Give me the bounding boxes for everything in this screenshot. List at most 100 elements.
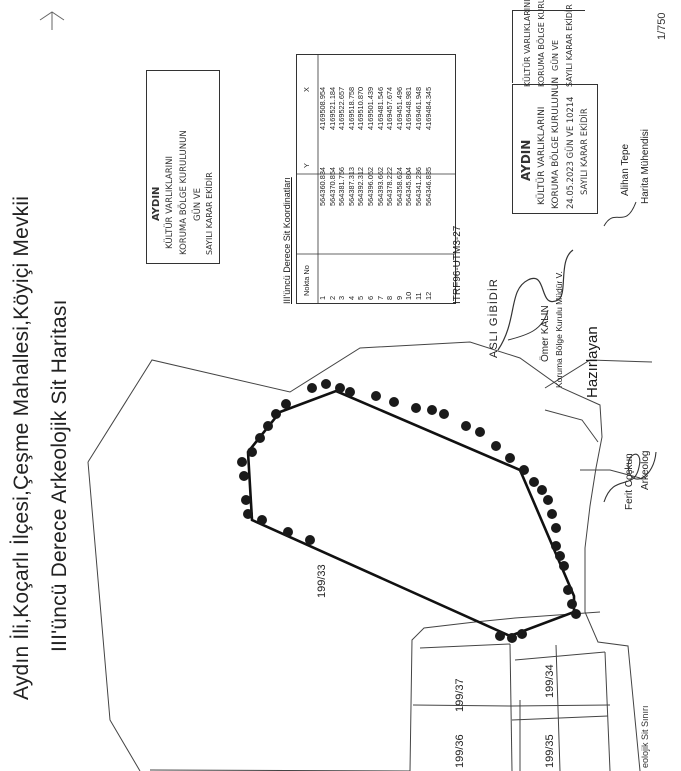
parcel-label-199-34: 199/34 bbox=[544, 664, 556, 698]
coords-y-value: 564392.312 bbox=[356, 166, 366, 206]
boundary-markers bbox=[237, 379, 581, 643]
boundary-marker bbox=[389, 397, 399, 407]
north-arrow-icon bbox=[39, 11, 65, 30]
parcel-label-199-37: 199/37 bbox=[454, 678, 466, 712]
coords-y-value: 564396.052 bbox=[366, 166, 375, 206]
coords-y-value: 564381.756 bbox=[337, 166, 347, 206]
coords-x-value: 4169508.954 bbox=[318, 86, 327, 130]
boundary-marker bbox=[571, 609, 581, 619]
coords-x-value: 4169484.345 bbox=[423, 86, 433, 130]
boundary-marker bbox=[517, 629, 527, 639]
boundary-marker bbox=[263, 421, 273, 431]
boundary-marker bbox=[537, 485, 547, 495]
site-boundary bbox=[246, 389, 576, 638]
boundary-marker bbox=[475, 427, 485, 437]
coords-x-value: 4169518.758 bbox=[346, 86, 356, 130]
coords-y-value: 564378.222 bbox=[385, 166, 395, 206]
coords-point-no: 7 bbox=[375, 295, 385, 300]
coords-point-no: 8 bbox=[385, 295, 395, 300]
legend-label: eolojik Sit Sınırı bbox=[640, 705, 650, 768]
coords-x-value: 4169451.496 bbox=[394, 86, 404, 130]
coords-point-no: 6 bbox=[366, 295, 375, 300]
upper-stamp-line4: GÜN VE bbox=[193, 187, 203, 221]
coords-point-no: 12 bbox=[423, 291, 433, 300]
boundary-marker bbox=[335, 383, 345, 393]
coords-y-value: 564387.313 bbox=[346, 166, 356, 206]
archaeologist-signature-icon bbox=[603, 451, 657, 503]
boundary-marker bbox=[411, 403, 421, 413]
upper-stamp-line3: KORUMA BÖLGE KURULUNUN bbox=[179, 130, 189, 255]
upper-stamp: AYDIN KÜLTÜR VARLIKLARINI KORUMA BÖLGE K… bbox=[146, 70, 220, 264]
coords-y-value: 564358.624 bbox=[394, 166, 404, 206]
parcel-label-199-35: 199/35 bbox=[544, 734, 556, 768]
coords-y-value: 564341.236 bbox=[414, 166, 423, 206]
boundary-marker bbox=[239, 471, 249, 481]
coords-title: III'üncü Derece Sit Koordinatları bbox=[282, 177, 292, 304]
boundary-marker bbox=[543, 495, 553, 505]
coords-x-value: 4169481.546 bbox=[375, 86, 385, 130]
coords-y-value: 564370.854 bbox=[327, 166, 337, 206]
boundary-marker bbox=[321, 379, 331, 389]
coords-point-no: 1 bbox=[318, 295, 327, 300]
boundary-marker bbox=[563, 585, 573, 595]
boundary-marker bbox=[271, 409, 281, 419]
boundary-marker bbox=[439, 409, 449, 419]
right-stamp-line5: SAYILI KARAR EKİDİR bbox=[579, 108, 589, 195]
parcel-label-199-33: 199/33 bbox=[316, 564, 328, 598]
boundary-marker bbox=[529, 477, 539, 487]
coords-x-value: 4169501.439 bbox=[366, 86, 375, 130]
upper-stamp-line5: SAYILI KARAR EKİDİR bbox=[205, 172, 214, 255]
boundary-marker bbox=[283, 527, 293, 537]
engineer-name: Alihan Tepe bbox=[620, 143, 631, 196]
boundary-marker bbox=[547, 509, 557, 519]
boundary-marker bbox=[307, 383, 317, 393]
right-stamp-line2: KÜLTÜR VARLIKLARINI bbox=[537, 106, 547, 205]
prepared-label: Hazırlayan bbox=[584, 326, 601, 398]
coords-x-value: 4169461.948 bbox=[414, 86, 423, 130]
boundary-marker bbox=[241, 495, 251, 505]
parcel-label-199-36: 199/36 bbox=[454, 734, 466, 768]
coords-point-no: 4 bbox=[346, 295, 356, 300]
boundary-marker bbox=[247, 447, 257, 457]
coords-header-y: Y bbox=[302, 163, 311, 168]
coords-x-value: 4169457.674 bbox=[385, 86, 395, 130]
boundary-marker bbox=[495, 631, 505, 641]
engineer-signature-icon bbox=[603, 201, 637, 227]
coords-point-no: 10 bbox=[404, 291, 414, 300]
upper-stamp-line1: AYDIN bbox=[151, 186, 162, 221]
top-stamp: KÜLTÜR VARLIKLARINI KORUMA BÖLGE KURULUN… bbox=[512, 0, 585, 87]
coords-point-no: 3 bbox=[337, 295, 347, 300]
boundary-marker bbox=[491, 441, 501, 451]
coords-x-value: 4169448.981 bbox=[404, 86, 414, 130]
boundary-marker bbox=[237, 457, 247, 467]
boundary-marker bbox=[371, 391, 381, 401]
boundary-marker bbox=[305, 535, 315, 545]
map-subtitle: III'üncü Derece Arkeolojik Sit Haritası bbox=[48, 299, 71, 652]
boundary-marker bbox=[505, 453, 515, 463]
boundary-marker bbox=[507, 633, 517, 643]
right-stamp-line1: AYDIN bbox=[519, 139, 533, 181]
top-stamp-line2: KORUMA BÖLGE KURULUNUN bbox=[537, 0, 546, 87]
parcel-lines bbox=[87, 341, 653, 771]
coords-x-value: 4169522.657 bbox=[337, 86, 347, 130]
boundary-marker bbox=[559, 561, 569, 571]
boundary-marker bbox=[257, 515, 267, 525]
coords-y-value: 564360.834 bbox=[318, 166, 327, 206]
top-stamp-line3: GÜN VE bbox=[551, 39, 560, 71]
coords-point-no: 2 bbox=[327, 295, 337, 300]
boundary-marker bbox=[519, 465, 529, 475]
coords-header-no: Nokta No bbox=[302, 265, 311, 296]
boundary-marker bbox=[551, 523, 561, 533]
coords-point-no: 9 bbox=[394, 295, 404, 300]
upper-stamp-line2: KÜLTÜR VARLIKLARINI bbox=[165, 156, 175, 249]
top-stamp-line1: KÜLTÜR VARLIKLARINI bbox=[523, 0, 532, 87]
map-title: Aydın İli,Koçarlı İlçesi,Çeşme Mahallesi… bbox=[10, 195, 33, 700]
coords-point-no: 5 bbox=[356, 295, 366, 300]
boundary-marker bbox=[461, 421, 471, 431]
scale-label: 1/750 bbox=[656, 12, 668, 40]
engineer-title: Harita Mühendisi bbox=[640, 128, 651, 204]
coords-header-x: X bbox=[302, 87, 311, 92]
director-signature-icon bbox=[497, 249, 574, 351]
